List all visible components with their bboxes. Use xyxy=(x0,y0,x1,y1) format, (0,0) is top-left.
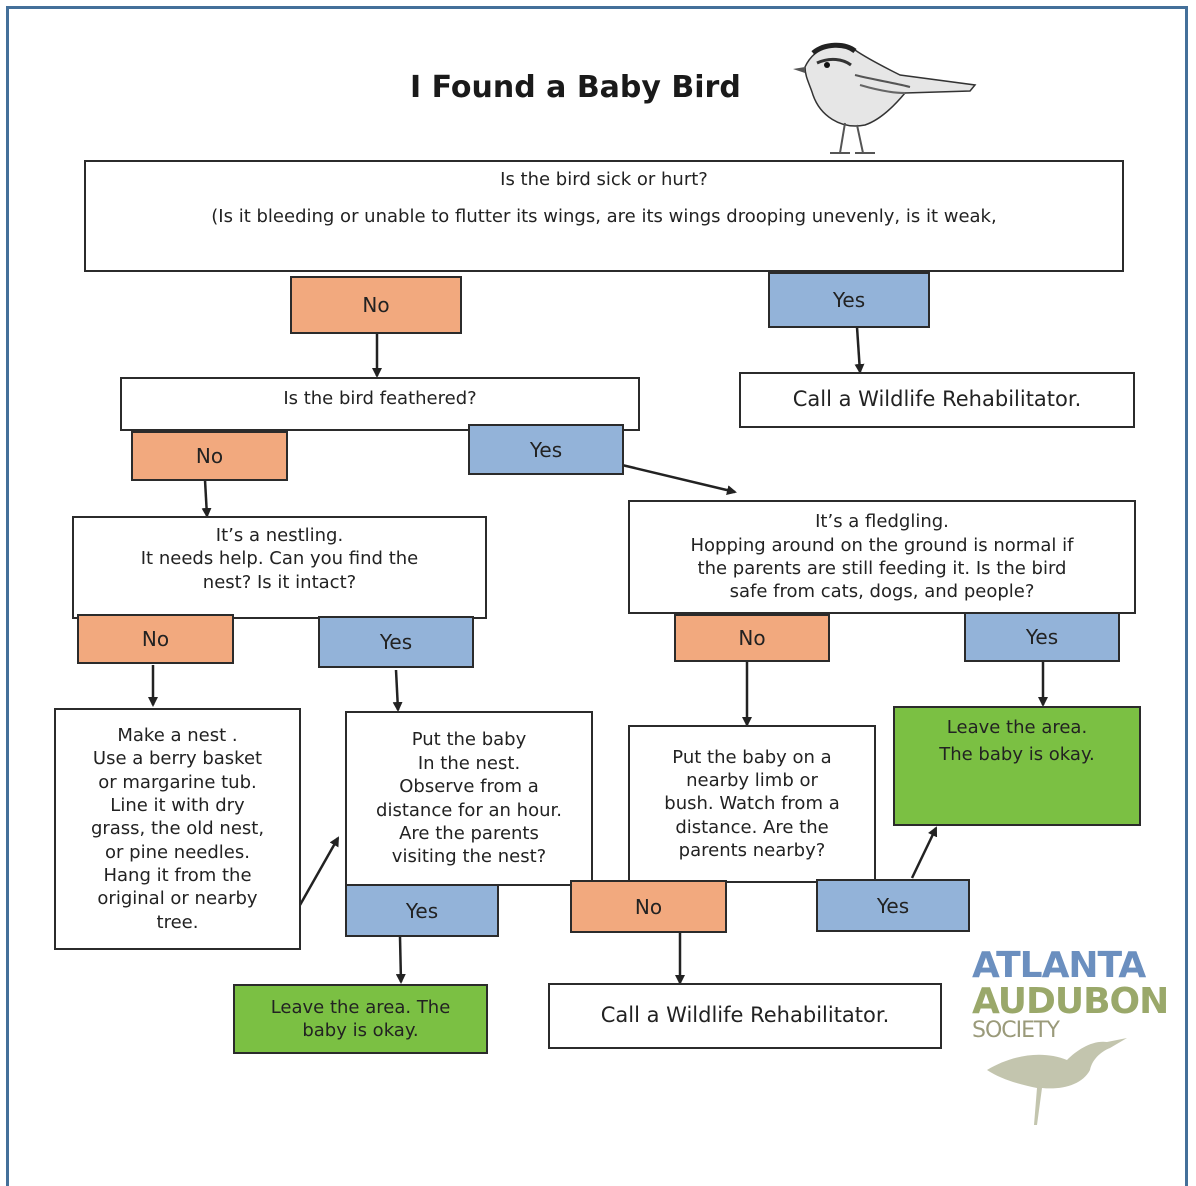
heron-silhouette-icon xyxy=(987,1038,1127,1125)
put-nest-line-5: Are the parents xyxy=(399,822,539,844)
make-nest-line-8: original or nearby xyxy=(97,888,258,910)
nestling-line-3: nest? Is it intact? xyxy=(202,571,357,593)
put-nest-line-3: Observe from a xyxy=(399,776,539,798)
put-limb-line-1: Put the baby on a xyxy=(672,746,832,768)
fledgling-no-button: No xyxy=(674,614,830,662)
atlanta-audubon-logo: ATLANTA AUDUBON SOCIETY xyxy=(972,945,1169,1138)
fledgling-line-4: safe from cats, dogs, and people? xyxy=(729,581,1035,603)
put-limb-line-5: parents nearby? xyxy=(678,840,826,862)
put-nest-line-2: In the nest. xyxy=(417,752,521,774)
page-frame xyxy=(6,6,1188,1186)
question-detail: (Is it bleeding or unable to flutter its… xyxy=(211,206,997,228)
put-limb-line-2: nearby limb or xyxy=(686,769,818,791)
logo-line-3: SOCIETY xyxy=(972,1018,1060,1043)
put-nest-yes-button: Yes xyxy=(345,884,499,937)
question-sick-or-hurt: Is the bird sick or hurt? (Is it bleedin… xyxy=(84,160,1124,272)
logo-line-1: ATLANTA xyxy=(972,945,1146,986)
make-nest-line-2: Use a berry basket xyxy=(92,748,263,770)
make-nest-line-4: Line it with dry xyxy=(110,794,245,816)
sparrow-illustration-icon xyxy=(793,42,977,154)
fledgling-line-3: the parents are still feeding it. Is the… xyxy=(697,558,1067,579)
put-nest-line-1: Put the baby xyxy=(411,729,527,751)
q2-yes-button: Yes xyxy=(468,424,624,475)
fledgling-yes-button: Yes xyxy=(964,612,1120,662)
put-on-limb-box: Put the baby on a nearby limb or bush. W… xyxy=(628,725,876,883)
logo-line-2: AUDUBON xyxy=(972,981,1169,1022)
page-title: I Found a Baby Bird xyxy=(410,70,741,105)
make-nest-line-6: or pine needles. xyxy=(105,841,250,863)
fledgling-line-2: Hopping around on the ground is normal i… xyxy=(690,534,1074,556)
leave-area-right: Leave the area. The baby is okay. xyxy=(893,706,1141,826)
put-in-nest-box: Put the baby In the nest. Observe from a… xyxy=(345,711,593,886)
q2-no-button: No xyxy=(131,431,288,481)
put-nest-no-button: No xyxy=(570,880,727,933)
q1-yes-button: Yes xyxy=(768,272,930,328)
nestling-box: It’s a nestling. It needs help. Can you … xyxy=(72,516,487,619)
make-nest-box: Make a nest . Use a berry basket or marg… xyxy=(54,708,301,950)
leave-bottom-line-1: Leave the area. The xyxy=(270,996,451,1018)
leave-area-bottom: Leave the area. The baby is okay. xyxy=(233,984,488,1054)
fledgling-box: It’s a fledgling. Hopping around on the … xyxy=(628,500,1136,614)
fledgling-line-1: It’s a fledgling. xyxy=(815,511,949,533)
call-rehabilitator-bottom: Call a Wildlife Rehabilitator. xyxy=(548,983,942,1049)
q1-no-button: No xyxy=(290,276,462,334)
nestling-yes-button: Yes xyxy=(318,616,474,668)
leave-right-line-2: The baby is okay. xyxy=(939,744,1095,766)
nestling-line-1: It’s a nestling. xyxy=(215,525,344,546)
question-title: Is the bird sick or hurt? xyxy=(500,169,708,190)
make-nest-line-3: or margarine tub. xyxy=(98,771,257,793)
make-nest-line-1: Make a nest . xyxy=(117,724,238,746)
nestling-no-button: No xyxy=(77,614,234,664)
put-nest-line-4: distance for an hour. xyxy=(376,799,562,821)
put-limb-line-4: distance. Are the xyxy=(675,816,829,838)
put-nest-line-6: visiting the nest? xyxy=(391,846,547,868)
put-limb-yes-button: Yes xyxy=(816,879,970,932)
put-limb-line-3: bush. Watch from a xyxy=(664,793,840,815)
make-nest-line-5: grass, the old nest, xyxy=(90,818,265,840)
make-nest-line-7: Hang it from the xyxy=(103,865,252,887)
leave-bottom-line-2: baby is okay. xyxy=(302,1020,419,1041)
make-nest-line-9: tree. xyxy=(156,911,199,933)
question-feathered: Is the bird feathered? xyxy=(120,377,640,431)
leave-right-line-1: Leave the area. xyxy=(946,717,1088,738)
nestling-line-2: It needs help. Can you find the xyxy=(140,548,419,570)
call-rehabilitator-top: Call a Wildlife Rehabilitator. xyxy=(739,372,1135,428)
